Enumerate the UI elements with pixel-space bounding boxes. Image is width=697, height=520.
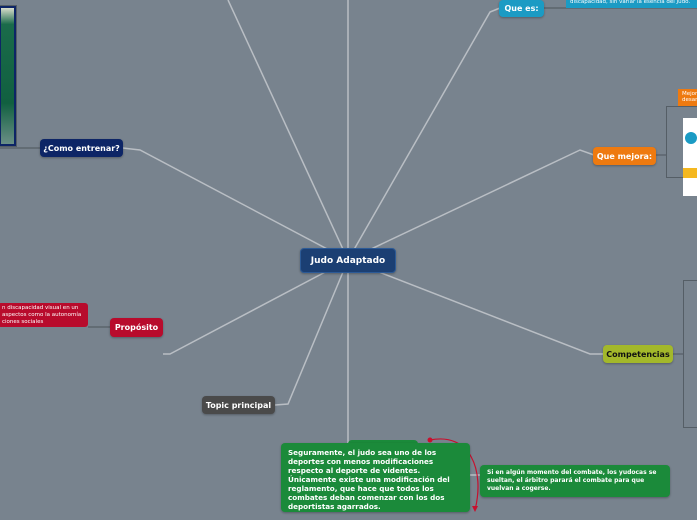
note-line: ciones sociales <box>2 319 44 325</box>
que-mejora-image-frame <box>666 106 697 196</box>
topic-proposito[interactable]: Propósito <box>110 318 163 337</box>
que-mejora-note[interactable]: Mejordesarr <box>678 89 697 106</box>
topic-como-entrenar[interactable]: ¿Como entrenar? <box>40 139 123 157</box>
relationship-arrow[interactable] <box>429 438 479 511</box>
topic-competencias[interactable]: Competencias <box>603 345 673 363</box>
competencias-frame <box>683 280 697 428</box>
note-line: Mejor <box>682 91 697 97</box>
training-image <box>0 5 17 147</box>
note-line: desarr <box>682 97 697 103</box>
central-topic[interactable]: Judo Adaptado <box>300 248 396 273</box>
green-main-node[interactable]: Seguramente, el judo sea uno de los depo… <box>281 443 470 512</box>
note-line: aspectos como la autonomía <box>2 312 82 318</box>
topic-que-es[interactable]: Que es: <box>499 0 544 17</box>
illustration-image <box>683 118 697 196</box>
topic-que-mejora[interactable]: Que mejora: <box>593 147 656 165</box>
topic-principal[interactable]: Topic principal <box>202 396 275 414</box>
note-line: n discapacidad visual en un <box>2 305 79 311</box>
green-side-node[interactable]: Si en algún momento del combate, los yud… <box>480 465 670 497</box>
que-es-note[interactable]: discapacidad, sin variar la esencia del … <box>566 0 697 8</box>
